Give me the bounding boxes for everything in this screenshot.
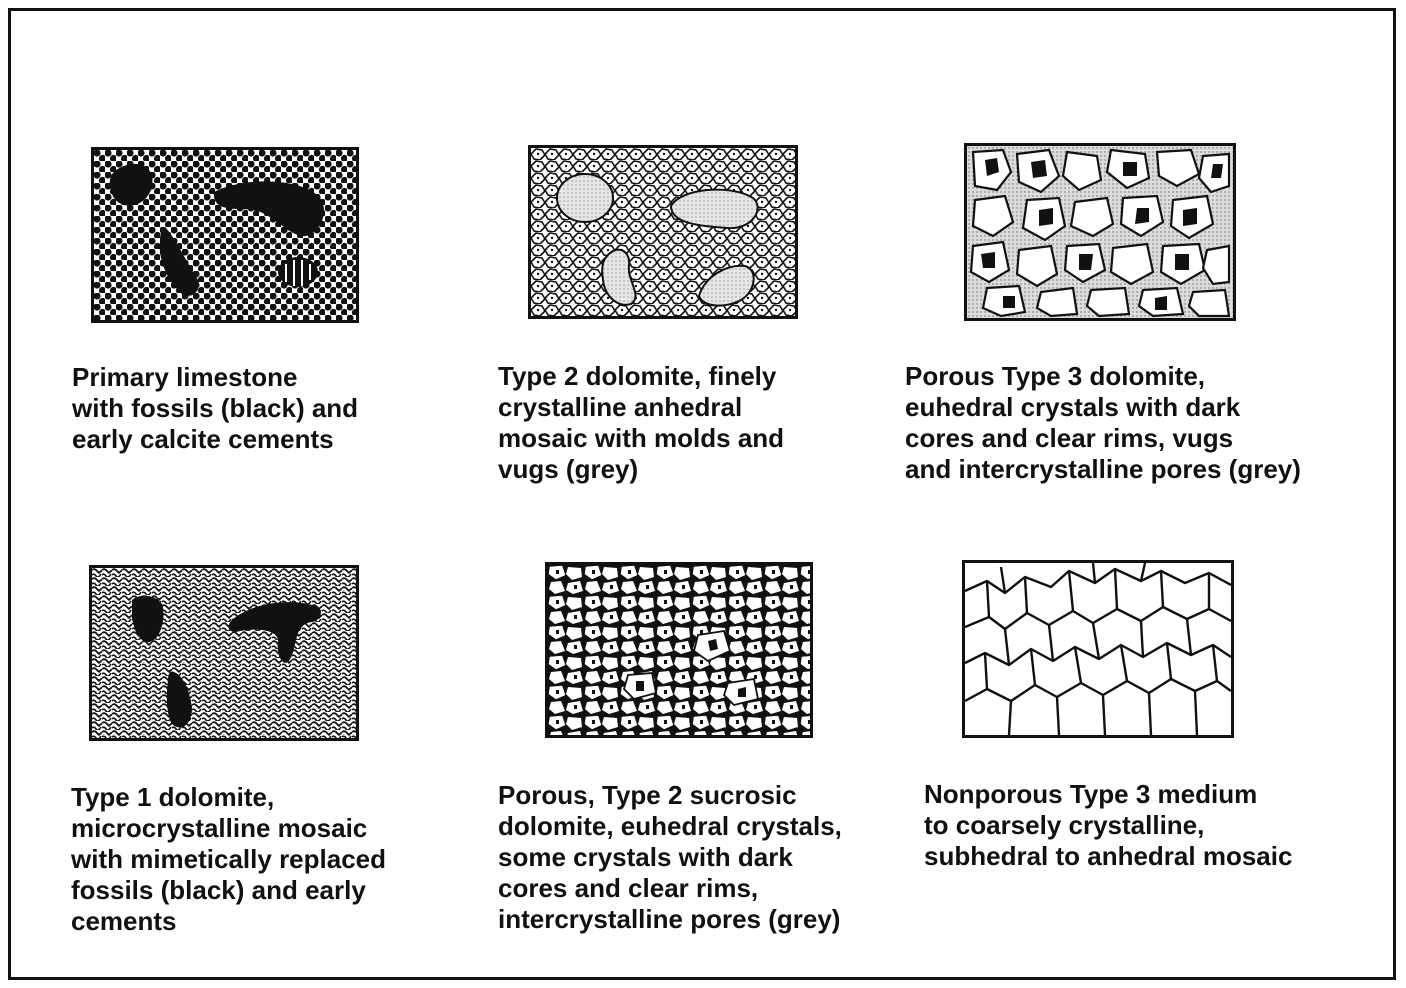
caption-nonporous-type3: Nonporous Type 3 medium to coarsely crys… [924,779,1292,872]
texture-panel-porous-type3 [964,143,1236,321]
texture-panel-primary-limestone [91,147,359,323]
caption-type1-dolomite: Type 1 dolomite, microcrystalline mosaic… [71,782,386,937]
caption-primary-limestone: Primary limestone with fossils (black) a… [72,362,358,455]
texture-panel-nonporous-type3 [962,560,1234,738]
caption-type2-sucrosic: Porous, Type 2 sucrosic dolomite, euhedr… [498,780,842,935]
caption-type2-finely-crystalline: Type 2 dolomite, finely crystalline anhe… [498,361,784,485]
texture-panel-type2-sucrosic [545,562,813,738]
texture-panel-type1-dolomite [89,565,359,741]
texture-panel-type2-finely-crystalline [528,145,798,319]
caption-porous-type3: Porous Type 3 dolomite, euhedral crystal… [905,361,1301,485]
